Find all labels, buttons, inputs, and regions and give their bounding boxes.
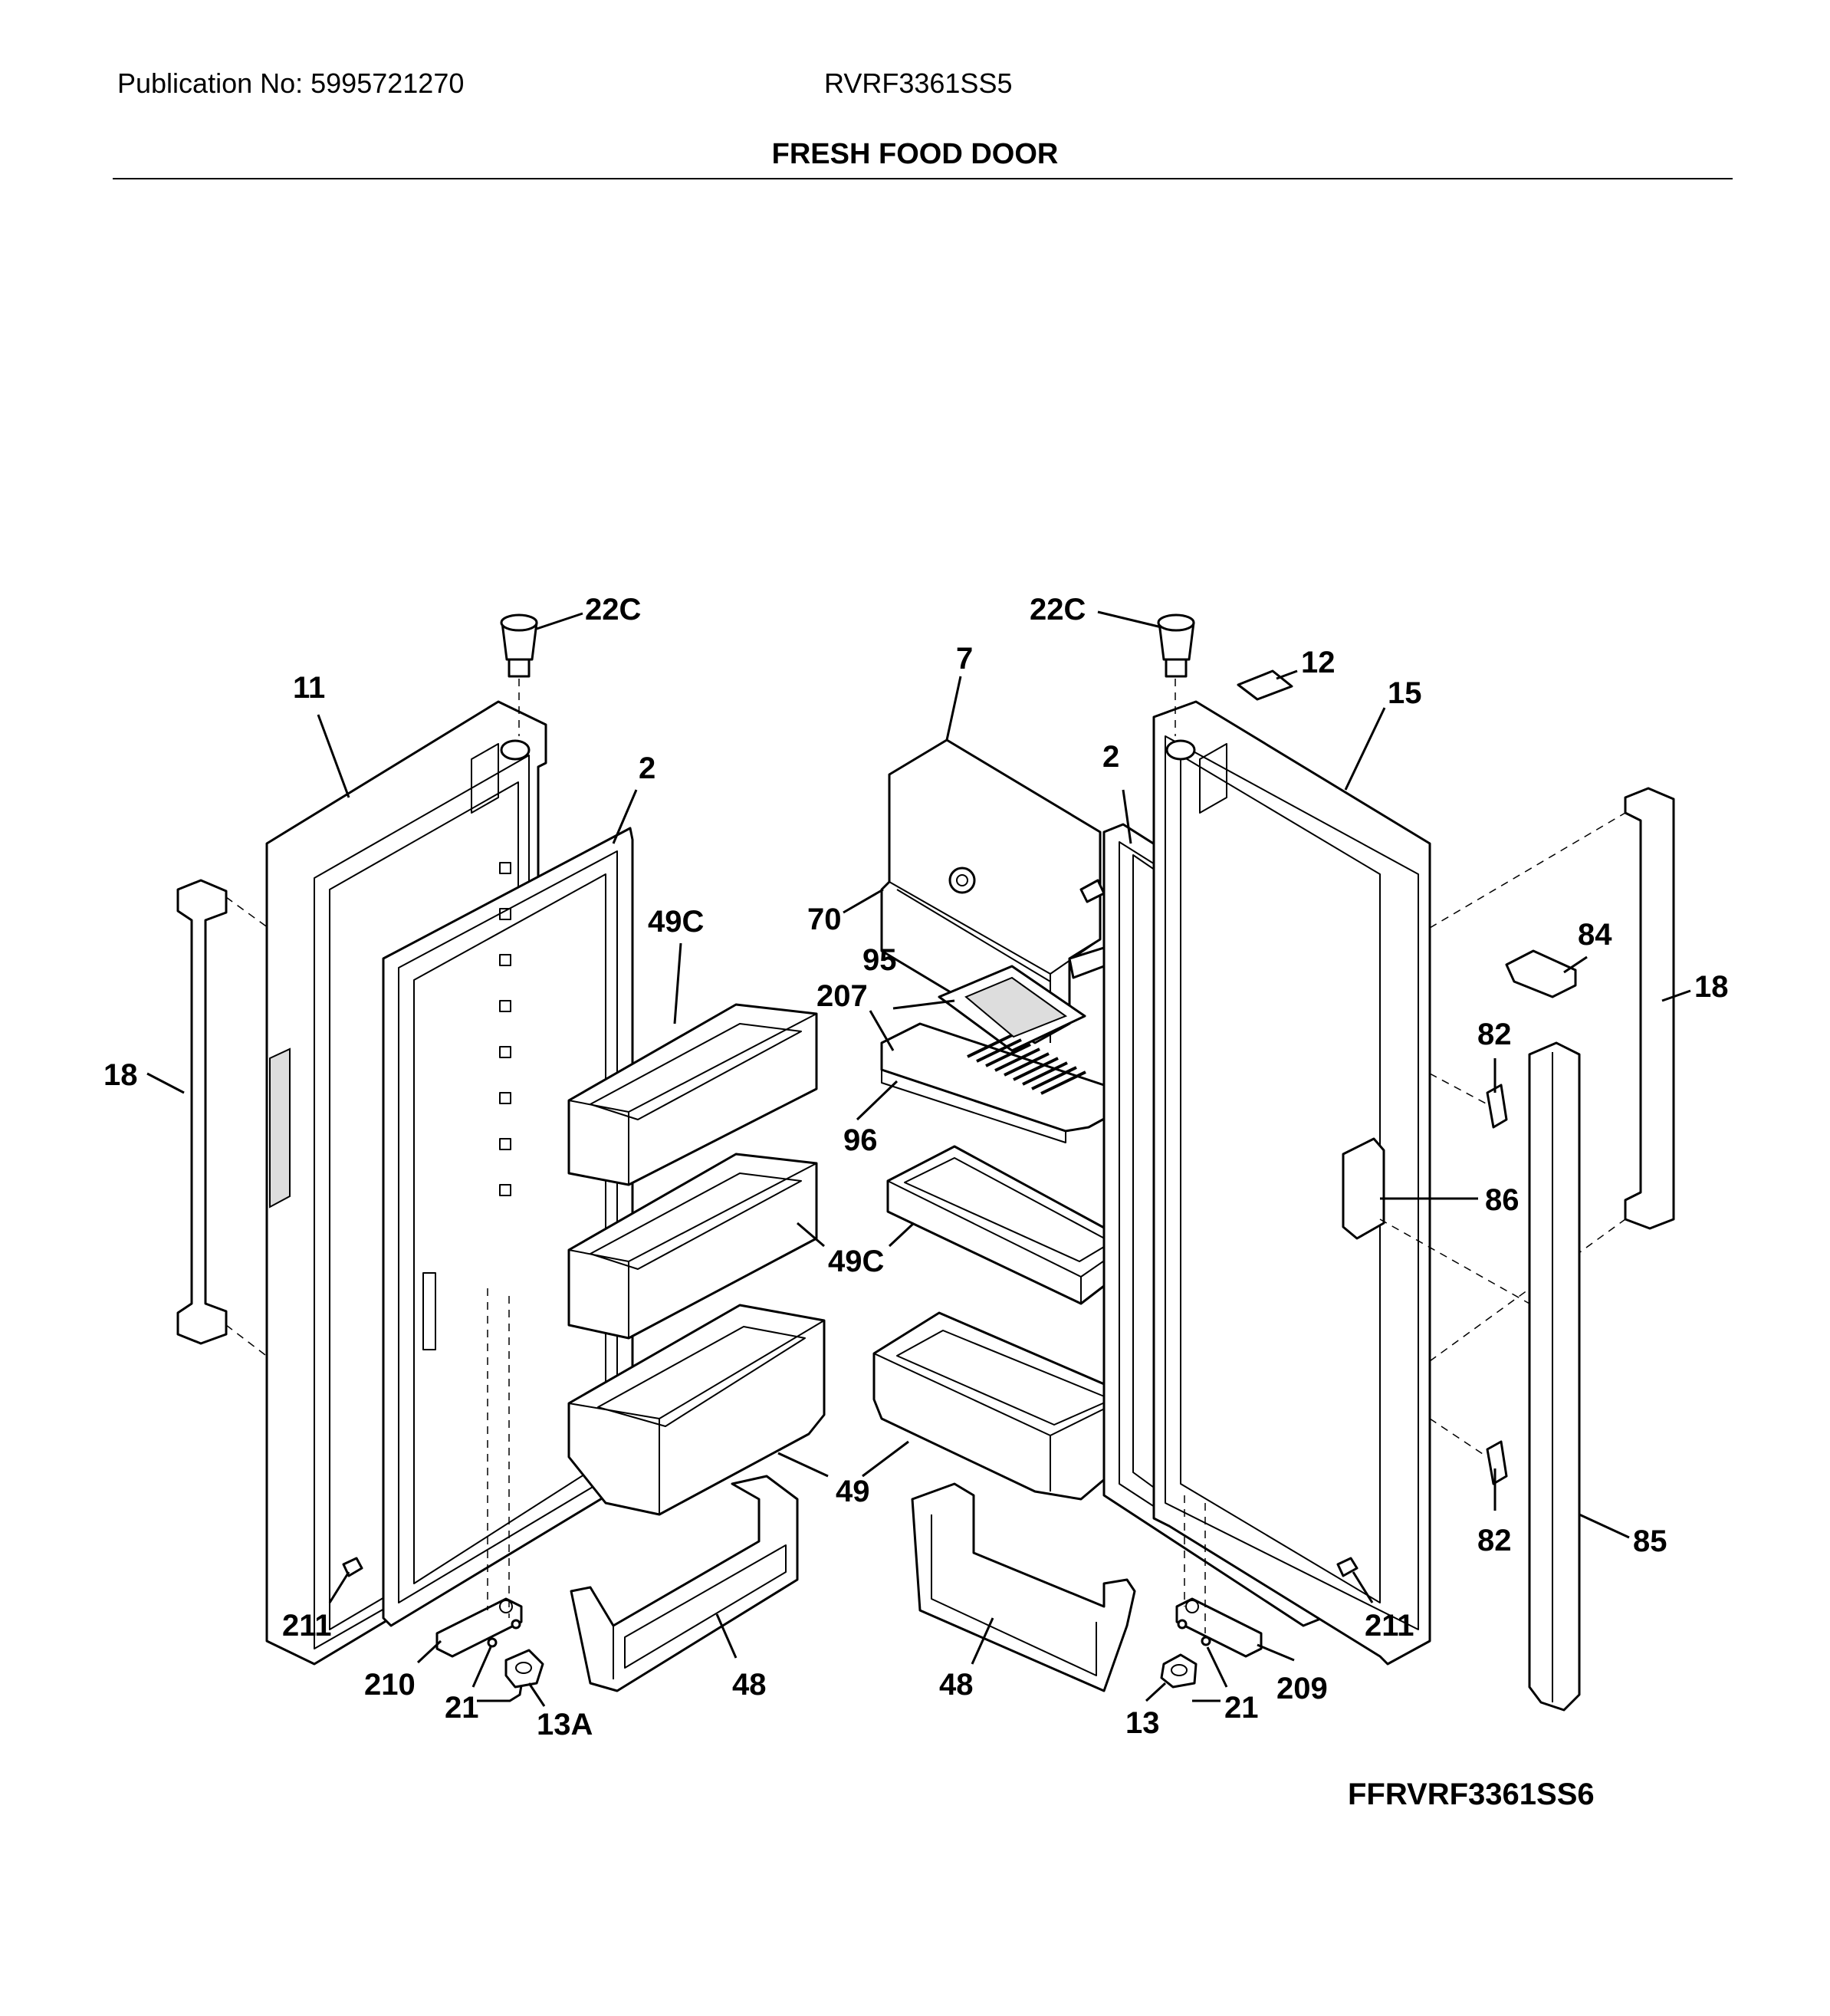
callout-49c-bottom: 49C bbox=[828, 1245, 884, 1278]
callout-49: 49 bbox=[836, 1475, 870, 1508]
callout-49c-top: 49C bbox=[648, 905, 704, 939]
callout-209: 209 bbox=[1276, 1672, 1328, 1705]
callout-82-bottom: 82 bbox=[1477, 1524, 1512, 1557]
callout-96: 96 bbox=[843, 1123, 878, 1157]
callout-21-left: 21 bbox=[445, 1691, 479, 1725]
callout-210: 210 bbox=[364, 1668, 416, 1702]
callout-207: 207 bbox=[816, 979, 868, 1013]
left-door-bin-large bbox=[567, 1304, 826, 1516]
right-door-handle bbox=[1429, 787, 1675, 1362]
callout-7: 7 bbox=[956, 642, 973, 676]
callout-48-right: 48 bbox=[939, 1668, 974, 1702]
diagram-code: FFRVRF3361SS6 bbox=[1348, 1778, 1595, 1811]
header-rule bbox=[113, 178, 1733, 179]
right-door-bin-bottom bbox=[911, 1482, 1136, 1692]
right-top-hinge-bushing bbox=[1157, 613, 1195, 678]
right-trim-end-cap bbox=[1505, 949, 1577, 998]
callout-211-right: 211 bbox=[1365, 1609, 1414, 1643]
callout-21-right: 21 bbox=[1224, 1691, 1259, 1725]
model-number: RVRF3361SS5 bbox=[824, 67, 1013, 99]
left-top-hinge-bushing bbox=[500, 613, 538, 678]
left-door-handle bbox=[176, 879, 269, 1358]
callout-95: 95 bbox=[862, 943, 897, 977]
diagram-title: FRESH FOOD DOOR bbox=[771, 138, 1059, 170]
callout-48-left: 48 bbox=[732, 1668, 767, 1702]
left-door-bin-top bbox=[567, 1003, 818, 1186]
callout-13a: 13A bbox=[537, 1708, 593, 1741]
callout-22c-right: 22C bbox=[1030, 593, 1086, 627]
right-door-outer-panel bbox=[1152, 679, 1431, 1666]
right-door-bin-large bbox=[872, 1311, 1132, 1501]
callout-84: 84 bbox=[1578, 918, 1612, 952]
left-door-gasket-liner bbox=[382, 827, 634, 1627]
callout-15: 15 bbox=[1388, 676, 1422, 710]
callout-86: 86 bbox=[1485, 1183, 1520, 1217]
left-door-bin-bottom bbox=[570, 1475, 799, 1692]
callout-82-top: 82 bbox=[1477, 1018, 1512, 1051]
right-bottom-hinge bbox=[1160, 1495, 1359, 1689]
callout-2-right: 2 bbox=[1102, 740, 1119, 774]
callout-labels: 22C 22C 11 2 2 7 12 15 70 49C 95 207 84 … bbox=[103, 593, 1729, 1741]
callout-70: 70 bbox=[807, 903, 842, 936]
right-door-bin-top bbox=[886, 1145, 1132, 1305]
callout-18-right: 18 bbox=[1694, 970, 1729, 1004]
callout-12: 12 bbox=[1301, 646, 1336, 679]
callout-13: 13 bbox=[1125, 1706, 1160, 1740]
center-filter-pad bbox=[938, 965, 1086, 1052]
publication-number: Publication No: 5995721270 bbox=[117, 67, 465, 99]
callout-85: 85 bbox=[1633, 1524, 1667, 1558]
right-door-trim-strip bbox=[1379, 1041, 1581, 1712]
callout-22c-left: 22C bbox=[585, 593, 641, 627]
callout-18-left: 18 bbox=[103, 1058, 138, 1092]
callout-11: 11 bbox=[293, 671, 325, 705]
left-bottom-hinge bbox=[342, 1288, 544, 1689]
right-trim-clip-bottom bbox=[1486, 1440, 1508, 1485]
callout-leader-lines bbox=[146, 610, 1691, 1707]
callout-2-left: 2 bbox=[639, 751, 655, 785]
right-trim-clip-top bbox=[1486, 1084, 1508, 1129]
callout-211-left: 211 bbox=[282, 1609, 332, 1643]
